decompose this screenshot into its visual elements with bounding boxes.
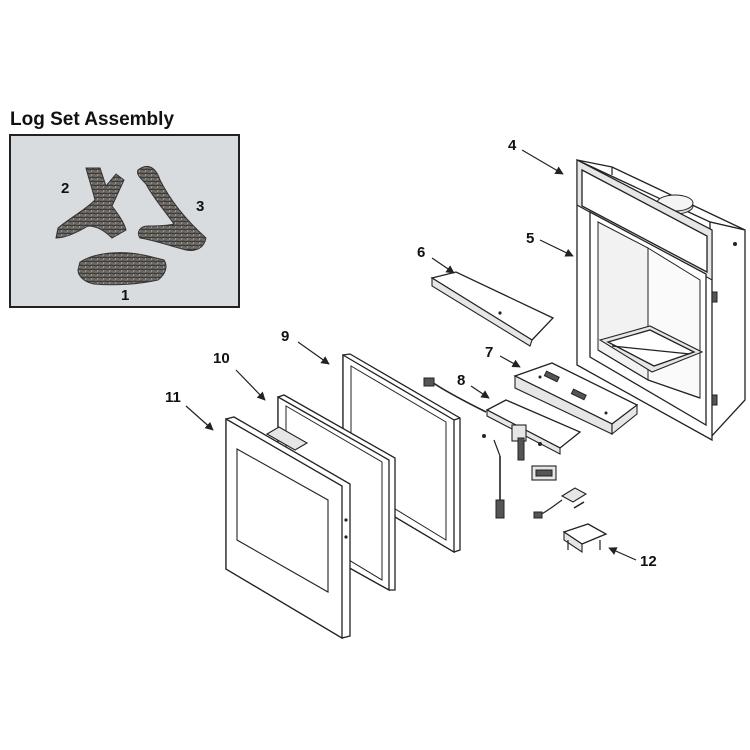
log-1 <box>77 252 167 286</box>
callout-10: 10 <box>213 350 230 367</box>
callout-7: 7 <box>485 344 493 361</box>
burner-tray-part <box>513 362 639 436</box>
valve-assembly-part <box>423 377 582 519</box>
log-set-inset: 2 3 1 <box>9 134 240 308</box>
bracket-part <box>562 523 608 554</box>
callout-5: 5 <box>526 230 534 247</box>
callout-3: 3 <box>196 198 204 215</box>
baffle-part <box>430 271 555 347</box>
callout-11: 11 <box>165 389 181 406</box>
callout-1: 1 <box>121 287 129 304</box>
log-set-assembly-title: Log Set Assembly <box>10 109 175 130</box>
log-2 <box>55 167 127 239</box>
callout-8: 8 <box>457 372 465 389</box>
log-3 <box>137 165 207 251</box>
front-surround-part <box>225 416 351 640</box>
remote-receiver-part <box>533 487 588 519</box>
callout-4: 4 <box>508 137 517 154</box>
firebox-assembly <box>576 158 746 442</box>
callout-6: 6 <box>417 244 425 261</box>
callout-12: 12 <box>640 553 657 570</box>
callout-2: 2 <box>61 180 69 197</box>
callout-9: 9 <box>281 328 289 345</box>
